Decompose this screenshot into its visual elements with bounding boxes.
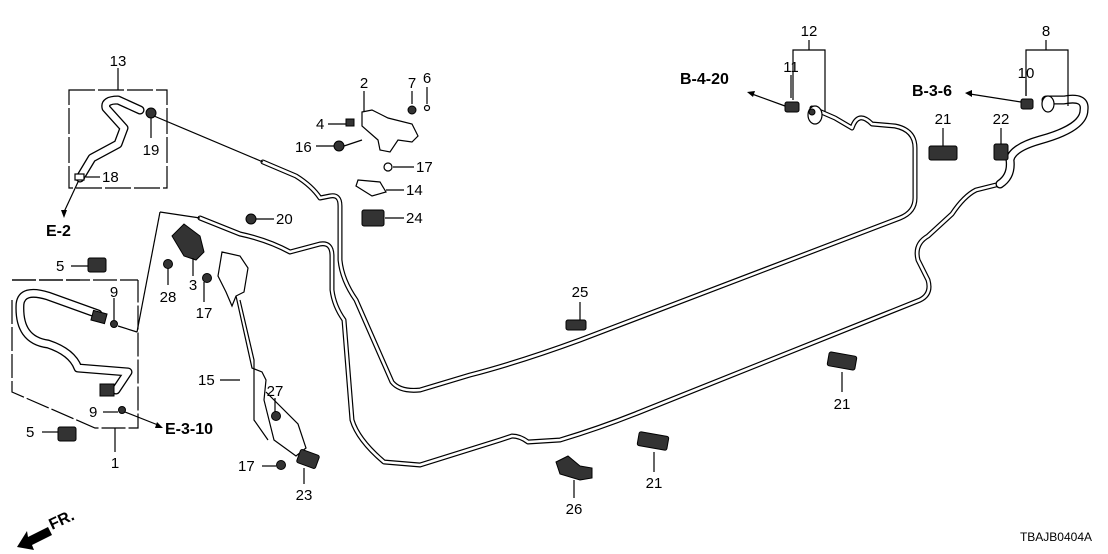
- label-9-lower: 9: [89, 404, 97, 421]
- clip-21-bottom: [636, 431, 670, 451]
- label-12: 12: [801, 23, 818, 40]
- hose-13-group: [61, 89, 264, 218]
- clip-22: [993, 143, 1009, 161]
- label-16: 16: [295, 139, 312, 156]
- label-22: 22: [993, 111, 1010, 128]
- clip-11: [784, 101, 800, 113]
- clip-26: [555, 455, 593, 481]
- label-1: 1: [111, 455, 119, 472]
- label-25: 25: [572, 284, 589, 301]
- label-19: 19: [143, 142, 160, 159]
- label-24: 24: [406, 210, 423, 227]
- ref-b-4-20[interactable]: B-4-20: [680, 71, 729, 88]
- front-direction-indicator: FR.: [17, 507, 77, 550]
- clip-9-upper: [110, 320, 118, 328]
- pipe-fitting-12: [807, 105, 823, 125]
- bracket-2-cluster: [333, 104, 431, 153]
- label-15: 15: [198, 372, 215, 389]
- clip-21-right: [826, 351, 858, 371]
- label-5-upper: 5: [56, 258, 64, 275]
- hose-fitting: [1041, 95, 1055, 113]
- label-21-bottom: 21: [646, 475, 663, 492]
- label-7: 7: [408, 75, 416, 92]
- pipe-lower: [197, 181, 1003, 468]
- label-17-bottom: 17: [238, 458, 255, 475]
- label-5-lower: 5: [26, 424, 34, 441]
- clip-9-lower: [118, 406, 126, 414]
- leader-lines: [42, 40, 1069, 498]
- label-20: 20: [276, 211, 293, 228]
- small-parts: [245, 162, 587, 331]
- label-8: 8: [1042, 23, 1050, 40]
- ref-b-3-6[interactable]: B-3-6: [912, 83, 952, 100]
- label-27: 27: [267, 383, 284, 400]
- hose-8: [995, 94, 1089, 189]
- label-14: 14: [406, 182, 423, 199]
- clips: [57, 98, 1034, 481]
- hose-1-group: [11, 211, 201, 429]
- label-21-top: 21: [935, 111, 952, 128]
- label-17-top: 17: [416, 159, 433, 176]
- label-23: 23: [296, 487, 313, 504]
- label-2: 2: [360, 75, 368, 92]
- joint-5-lower: [57, 426, 77, 442]
- label-3: 3: [189, 277, 197, 294]
- label-28: 28: [160, 289, 177, 306]
- front-arrow-icon: [17, 527, 52, 550]
- reference-labels: E-2 E-3-10 B-4-20 B-3-6: [46, 71, 952, 438]
- clamp-18: [74, 173, 85, 181]
- joint-5-upper: [87, 257, 107, 273]
- label-21-right: 21: [834, 396, 851, 413]
- ref-e-3-10[interactable]: E-3-10: [165, 421, 213, 438]
- label-10: 10: [1018, 65, 1035, 82]
- label-17-mid: 17: [196, 305, 213, 322]
- label-9-upper: 9: [110, 284, 118, 301]
- front-label: FR.: [47, 507, 78, 533]
- drawing-code: TBAJB0404A: [1020, 530, 1092, 544]
- clip-10: [1020, 98, 1034, 110]
- label-18: 18: [102, 169, 119, 186]
- ref-e-2[interactable]: E-2: [46, 223, 71, 240]
- clip-21-top: [928, 145, 958, 161]
- label-4: 4: [316, 116, 324, 133]
- label-6: 6: [423, 70, 431, 87]
- pipe-upper: [260, 105, 918, 393]
- label-26: 26: [566, 501, 583, 518]
- bracket-15-assembly: [163, 223, 320, 470]
- part-labels: 13 19 18 2 7 6 4 16 17 14 24 20 5 5 9 9 …: [26, 23, 1050, 518]
- label-11: 11: [783, 59, 799, 76]
- label-13: 13: [110, 53, 127, 70]
